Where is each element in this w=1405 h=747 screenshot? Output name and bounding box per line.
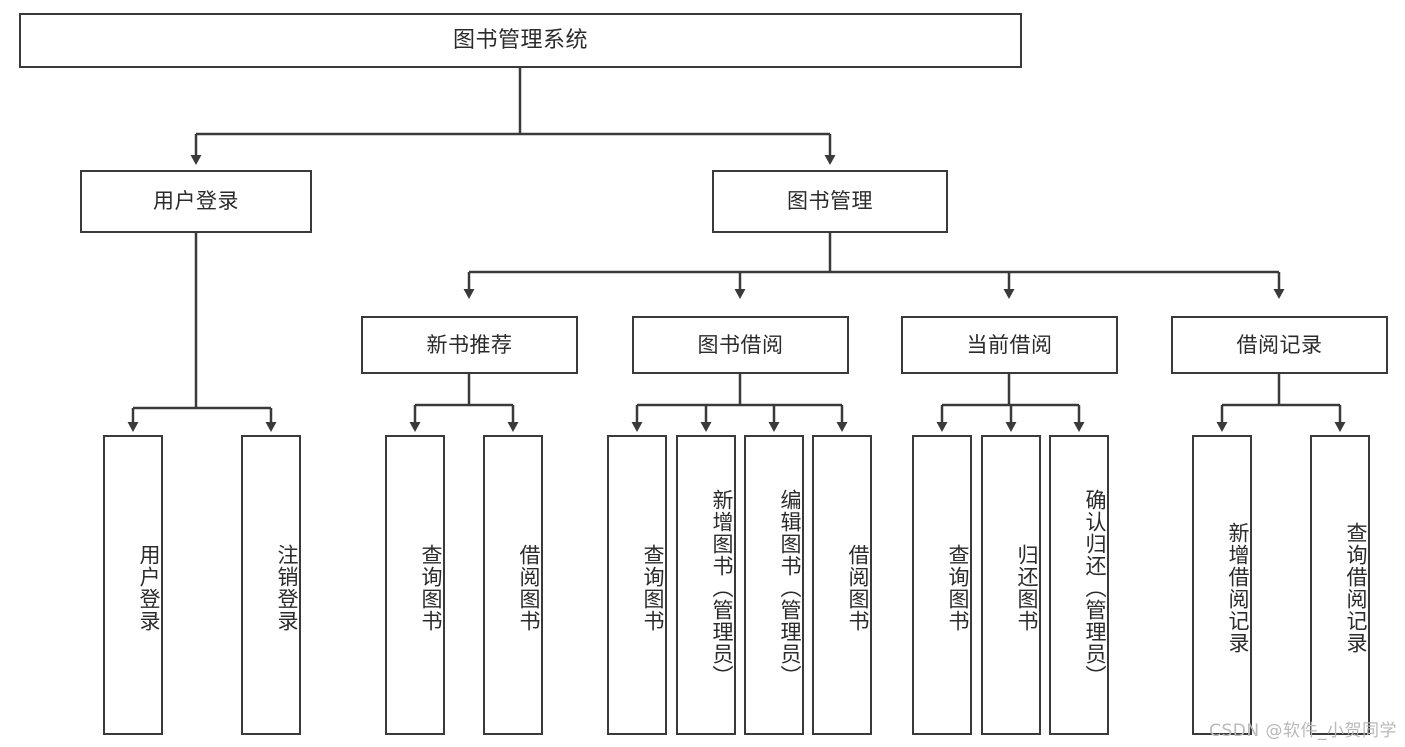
leaf-book-borrow-add-book-admin[interactable]: 新增图书（管理员） bbox=[676, 435, 736, 735]
leaf-label: 归还图书 bbox=[1015, 544, 1039, 632]
leaf-current-borrow-confirm-return-admin[interactable]: 确认归还（管理员） bbox=[1049, 435, 1109, 735]
leaf-borrow-record-add-record[interactable]: 新增借阅记录 bbox=[1192, 435, 1252, 735]
node-book-borrow[interactable]: 图书借阅 bbox=[632, 316, 849, 374]
watermark: CSDN @软件_小贺同学 bbox=[1209, 721, 1397, 741]
node-new-book-recommend[interactable]: 新书推荐 bbox=[361, 316, 578, 374]
leaf-label: 编辑图书（管理员） bbox=[778, 489, 802, 687]
leaf-label: 新增图书（管理员） bbox=[710, 489, 734, 687]
leaf-label: 确认归还（管理员） bbox=[1083, 489, 1107, 687]
node-borrow-record[interactable]: 借阅记录 bbox=[1171, 316, 1388, 374]
node-root-book-management-system[interactable]: 图书管理系统 bbox=[19, 13, 1022, 68]
leaf-label: 查询借阅记录 bbox=[1344, 522, 1368, 654]
leaf-label: 查询图书 bbox=[946, 544, 970, 632]
leaf-label: 注销登录 bbox=[275, 544, 299, 632]
leaf-label: 借阅图书 bbox=[846, 544, 870, 632]
leaf-book-borrow-query-book[interactable]: 查询图书 bbox=[607, 435, 667, 735]
node-user-login[interactable]: 用户登录 bbox=[80, 170, 312, 233]
leaf-borrow-record-query-record[interactable]: 查询借阅记录 bbox=[1310, 435, 1370, 735]
leaf-label: 用户登录 bbox=[137, 544, 161, 632]
leaf-user-login-logout[interactable]: 注销登录 bbox=[241, 435, 301, 735]
leaf-book-borrow-borrow-book[interactable]: 借阅图书 bbox=[812, 435, 872, 735]
leaf-new-book-borrow-book[interactable]: 借阅图书 bbox=[483, 435, 543, 735]
leaf-current-borrow-query-book[interactable]: 查询图书 bbox=[912, 435, 972, 735]
leaf-label: 查询图书 bbox=[419, 544, 443, 632]
leaf-user-login-login[interactable]: 用户登录 bbox=[103, 435, 163, 735]
leaf-book-borrow-edit-book-admin[interactable]: 编辑图书（管理员） bbox=[744, 435, 804, 735]
leaf-label: 新增借阅记录 bbox=[1226, 522, 1250, 654]
node-book-management[interactable]: 图书管理 bbox=[712, 170, 948, 233]
leaf-new-book-query-book[interactable]: 查询图书 bbox=[385, 435, 445, 735]
node-current-borrow[interactable]: 当前借阅 bbox=[901, 316, 1118, 374]
leaf-label: 查询图书 bbox=[641, 544, 665, 632]
leaf-current-borrow-return-book[interactable]: 归还图书 bbox=[981, 435, 1041, 735]
leaf-label: 借阅图书 bbox=[517, 544, 541, 632]
